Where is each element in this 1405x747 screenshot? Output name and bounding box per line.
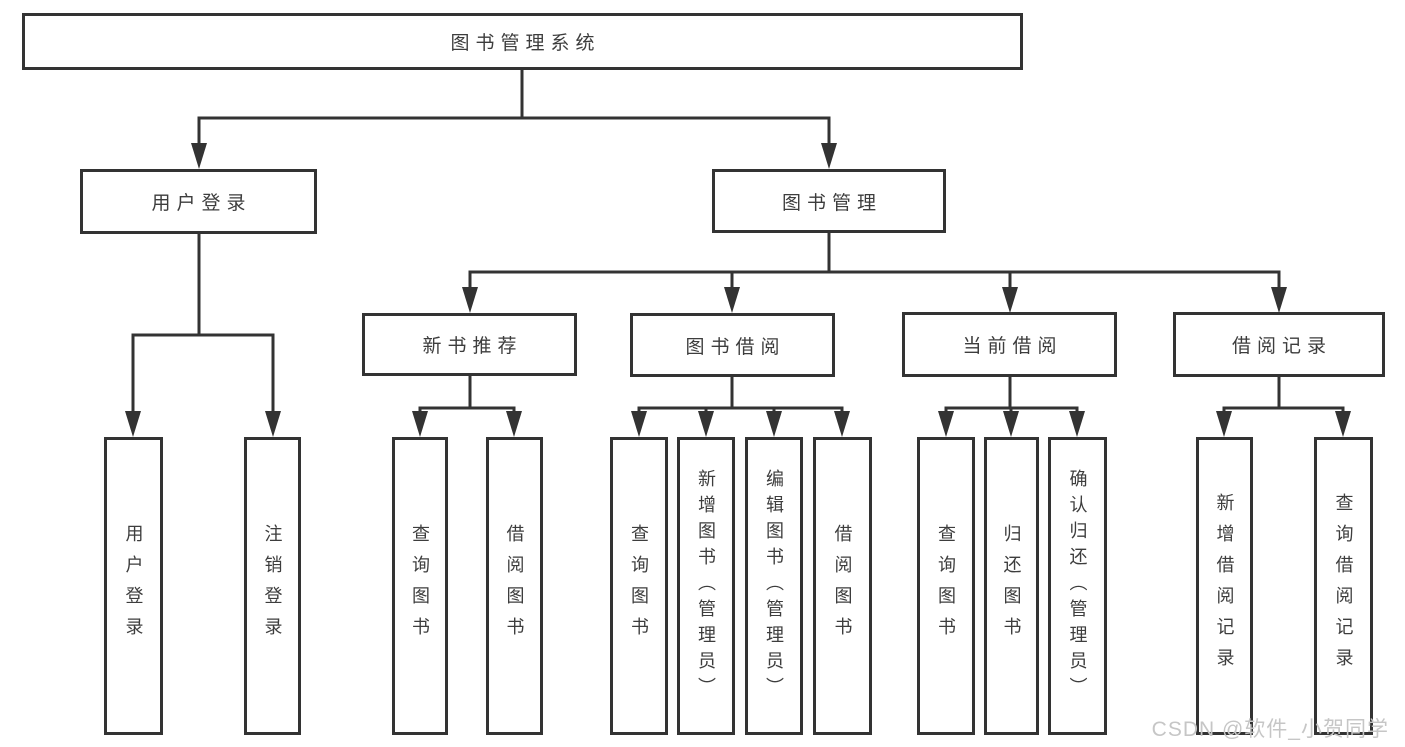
node-label: 借阅记录 xyxy=(1231,336,1332,357)
node-borrowing-records: 借阅记录 xyxy=(1173,312,1385,377)
leaf-label: 借阅图书 xyxy=(832,524,853,648)
node-user-login: 用户登录 xyxy=(80,169,317,234)
leaf-label: 查询图书 xyxy=(410,524,430,648)
leaf-add-books-admin: 新增图书（管理员） xyxy=(677,437,735,735)
leaf-query-books-borrowing: 查询图书 xyxy=(610,437,668,735)
leaf-confirm-return-admin: 确认归还（管理员） xyxy=(1048,437,1107,735)
node-book-management: 图书管理 xyxy=(712,169,946,233)
leaf-label: 借阅图书 xyxy=(504,524,525,648)
leaf-label: 新增借阅记录 xyxy=(1214,493,1235,679)
leaf-edit-books-admin: 编辑图书（管理员） xyxy=(745,437,803,735)
leaf-label: 用户登录 xyxy=(123,524,144,648)
leaf-user-login: 用户登录 xyxy=(104,437,163,735)
leaf-query-books-current: 查询图书 xyxy=(917,437,975,735)
leaf-label: 归还图书 xyxy=(1001,524,1022,648)
node-label: 新书推荐 xyxy=(422,336,523,357)
node-current-borrowing: 当前借阅 xyxy=(902,312,1117,377)
leaf-borrow-books: 借阅图书 xyxy=(813,437,872,735)
node-new-book-recommend: 新书推荐 xyxy=(362,313,577,376)
leaf-query-borrow-record: 查询借阅记录 xyxy=(1314,437,1373,735)
node-label: 用户登录 xyxy=(151,193,252,214)
leaf-label: 查询借阅记录 xyxy=(1333,493,1354,679)
node-label: 图书管理系统 xyxy=(450,33,601,54)
leaf-logout: 注销登录 xyxy=(244,437,301,735)
node-label: 图书借阅 xyxy=(685,336,786,358)
leaf-label: 新增图书（管理员） xyxy=(696,469,716,703)
node-book-borrowing: 图书借阅 xyxy=(630,313,835,377)
csdn-watermark: CSDN @软件_小贺同学 xyxy=(1151,718,1389,741)
leaf-label: 编辑图书（管理员） xyxy=(764,469,784,703)
node-library-management-system: 图书管理系统 xyxy=(22,13,1023,70)
leaf-label: 注销登录 xyxy=(262,524,283,648)
leaf-label: 确认归还（管理员） xyxy=(1067,469,1088,703)
leaf-return-books: 归还图书 xyxy=(984,437,1039,735)
leaf-borrow-books-recommend: 借阅图书 xyxy=(486,437,543,735)
leaf-label: 查询图书 xyxy=(629,524,649,648)
leaf-add-borrow-record: 新增借阅记录 xyxy=(1196,437,1253,735)
leaf-label: 查询图书 xyxy=(936,524,956,648)
leaf-query-books-recommend: 查询图书 xyxy=(392,437,448,735)
node-label: 图书管理 xyxy=(781,192,882,214)
node-label: 当前借阅 xyxy=(962,336,1063,357)
